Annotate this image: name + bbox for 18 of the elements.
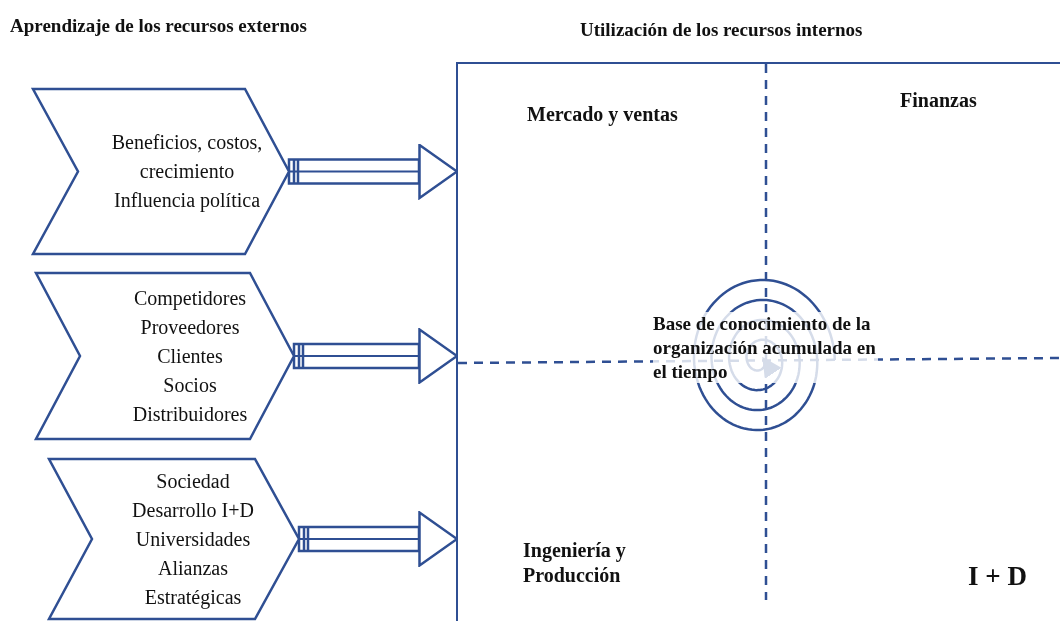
chevron-text: Competidores bbox=[133, 285, 247, 312]
chevron-text: Desarrollo I+D bbox=[132, 497, 254, 523]
quadrant-label: I + D bbox=[968, 560, 1027, 593]
chevron-text: Distribuidores bbox=[132, 401, 248, 427]
chevron-text: Clientes bbox=[157, 343, 223, 369]
center-label: Base de conocimiento de la organización acumulada en el tiempo bbox=[653, 312, 878, 384]
quadrant-label: Mercado y ventas bbox=[527, 102, 678, 127]
chevron-text: Proveedores bbox=[140, 314, 240, 340]
chevron-text: Influencia política bbox=[113, 188, 260, 214]
chevron-text: Beneficios, costos, crecimiento bbox=[110, 130, 264, 184]
chevron-text: Socios bbox=[163, 372, 217, 398]
chevron-text: Alianzas Estratégicas bbox=[143, 555, 243, 611]
quadrant-label: Finanzas bbox=[900, 88, 977, 113]
column-heading: Utilización de los recursos internos bbox=[580, 18, 863, 42]
chevron-text: Universidades bbox=[135, 526, 251, 552]
chevron-text: Sociedad bbox=[156, 468, 230, 494]
column-heading: Aprendizaje de los recursos externos bbox=[10, 14, 307, 38]
quadrant-label: Ingeniería y Producción bbox=[523, 538, 627, 588]
